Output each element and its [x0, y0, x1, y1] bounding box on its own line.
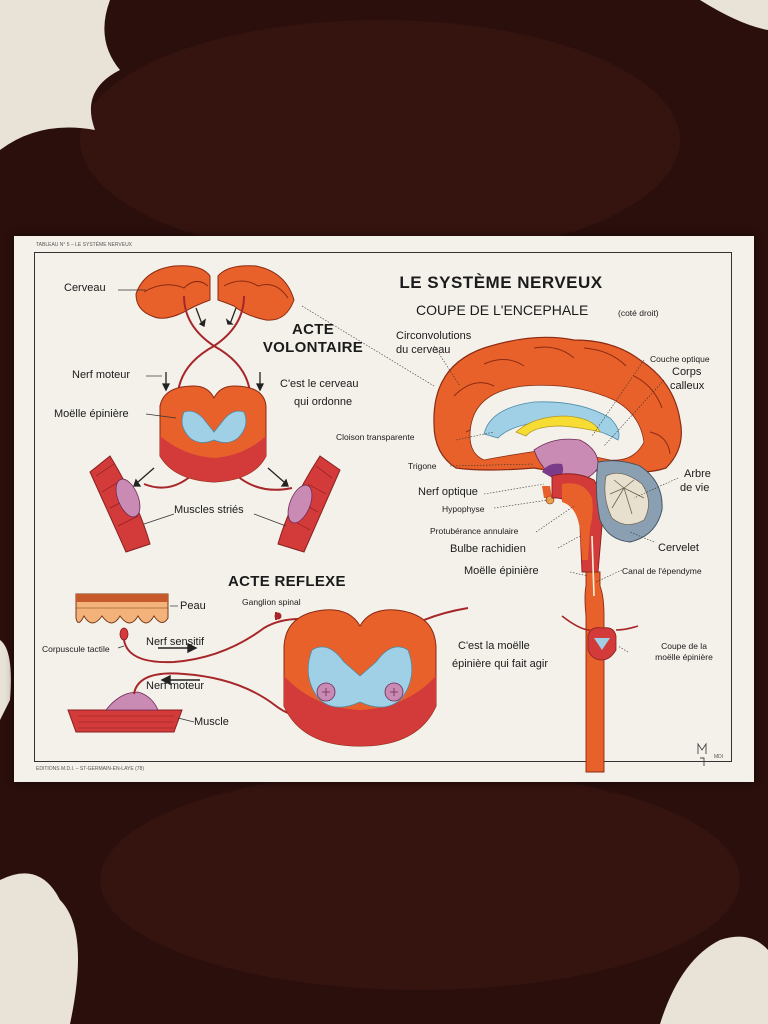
label-bulbe-rachidien: Bulbe rachidien	[450, 543, 526, 555]
spinal-cord-section-reflex	[283, 609, 437, 747]
publisher-logo-mark	[697, 742, 707, 766]
label-trigone: Trigone	[408, 461, 437, 471]
cerveau-ordonne-line1: C'est le cerveau	[280, 378, 359, 390]
label-cerveau: Cerveau	[64, 282, 106, 294]
label-circonvolutions-line1: Circonvolutions	[396, 330, 472, 342]
label-couche-optique: Couche optique	[650, 354, 710, 364]
moelle-agit-line2: épinière qui fait agir	[452, 658, 549, 670]
acte-volontaire-line1: ACTE	[291, 321, 335, 338]
poster-top-header: TABLEAU N° 5 – LE SYSTÈME NERVEUX	[36, 242, 133, 248]
leader-lines-reflex	[117, 605, 195, 723]
label-moelle-epiniere-top: Moëlle épinière	[54, 408, 129, 420]
label-arbre-de-vie-line2: de vie	[680, 482, 710, 494]
label-nerf-moteur-bottom: Nerf moteur	[146, 680, 205, 692]
label-arbre-de-vie-line1: Arbre	[684, 468, 711, 480]
label-nerf-sensitif: Nerf sensitif	[146, 636, 205, 648]
label-moelle-epiniere-right: Moëlle épinière	[464, 565, 539, 577]
poster-frame	[34, 252, 732, 762]
label-muscle: Muscle	[194, 716, 229, 728]
muscles-stries-left	[89, 455, 151, 553]
skin-section	[75, 593, 169, 641]
poster-footer-publisher: EDITIONS M.D.I. – ST-GERMAIN-EN-LAYE (78…	[36, 766, 144, 772]
label-coupe-moelle-line1: Coupe de la	[661, 641, 707, 651]
reflex-arrows	[158, 642, 200, 686]
skeletal-muscle	[67, 691, 183, 733]
cerveau-illustration	[135, 265, 295, 321]
spinal-cord-section-top	[159, 385, 267, 483]
label-circonvolutions-line2: du cerveau	[396, 344, 451, 356]
ganglion-spinal-dot	[274, 612, 282, 620]
leader-lines-brain	[301, 305, 679, 653]
acte-reflexe-heading: ACTE REFLEXE	[228, 573, 346, 590]
direction-arrows-top	[133, 307, 289, 487]
label-cervelet: Cervelet	[658, 542, 699, 554]
poster-subtitle-note: (coté droit)	[618, 308, 659, 318]
label-ganglion-spinal: Ganglion spinal	[242, 597, 301, 607]
cerveau-ordonne-line2: qui ordonne	[294, 396, 353, 408]
moelle-agit-line1: C'est la moëlle	[458, 640, 530, 652]
label-corps-calleux-line1: Corps	[672, 366, 702, 378]
label-peau: Peau	[180, 600, 206, 612]
label-coupe-moelle-line2: moëlle épinière	[655, 652, 713, 662]
label-nerf-optique: Nerf optique	[418, 486, 478, 498]
spinal-cord-small-section	[561, 615, 639, 661]
label-protuberance: Protubérance annulaire	[430, 526, 519, 536]
publisher-logo-text: MDI	[714, 754, 724, 760]
label-canal-ependyme: Canal de l'épendyme	[622, 566, 702, 576]
label-cloison-transparente: Cloison transparente	[336, 432, 415, 442]
poster-title: LE SYSTÈME NERVEUX	[399, 273, 603, 292]
label-muscles-stries: Muscles striés	[174, 504, 244, 516]
label-nerf-moteur-top: Nerf moteur	[72, 369, 131, 381]
brain-sagittal-section	[433, 336, 682, 773]
muscles-stries-right	[277, 455, 341, 553]
leader-lines-left	[118, 289, 287, 527]
label-corps-calleux-line2: calleux	[670, 380, 705, 392]
label-corpuscule-tactile: Corpuscule tactile	[42, 644, 110, 654]
label-hypophyse: Hypophyse	[442, 504, 485, 514]
acte-volontaire-line2: VOLONTAIRE	[262, 339, 364, 356]
nervous-system-poster: TABLEAU N° 5 – LE SYSTÈME NERVEUX LE SYS…	[14, 236, 754, 782]
poster-subtitle: COUPE DE L'ENCEPHALE	[416, 302, 589, 318]
poster-artwork	[67, 265, 707, 773]
